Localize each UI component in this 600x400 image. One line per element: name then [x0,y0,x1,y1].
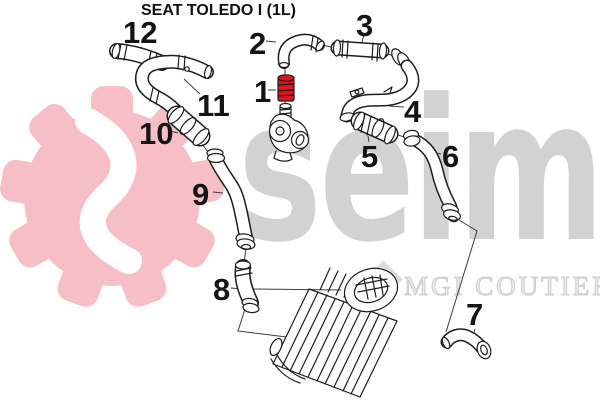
elbow-2 [277,33,325,69]
hose-6 [402,129,461,223]
hose-8 [234,259,260,314]
part-label-11: 11 [197,88,230,123]
seim-gear-watermark [0,86,224,307]
elbow-7 [440,328,492,360]
part-label-10: 10 [139,116,174,151]
part-label-5: 5 [361,139,379,174]
part-label-3: 3 [356,8,374,43]
sleeve-5 [350,111,399,145]
hose-9 [206,148,256,251]
part-label-6: 6 [442,139,460,174]
part-label-9: 9 [192,177,210,212]
s-swoosh-icon [75,108,142,274]
part-label-1: 1 [254,74,272,109]
diagram-title: SEAT TOLEDO I (1L) [141,2,296,19]
sleeve-10 [166,105,211,147]
part-label-2: 2 [249,26,267,61]
part-label-12: 12 [123,15,158,50]
part-label-7: 7 [466,297,484,332]
part-label-4: 4 [404,94,422,129]
part-label-8: 8 [213,272,231,307]
part-1-top [277,74,295,82]
intercooler [269,267,399,398]
seim-logo-watermark-text: seim [238,58,600,286]
hose-4 [339,59,420,123]
hose-11 [134,54,214,117]
hose-3 [330,39,390,62]
valve-body [268,102,310,162]
mgi-coutier-watermark-text: MGI COUTIER [403,270,600,301]
part-1-highlighted [277,74,295,102]
